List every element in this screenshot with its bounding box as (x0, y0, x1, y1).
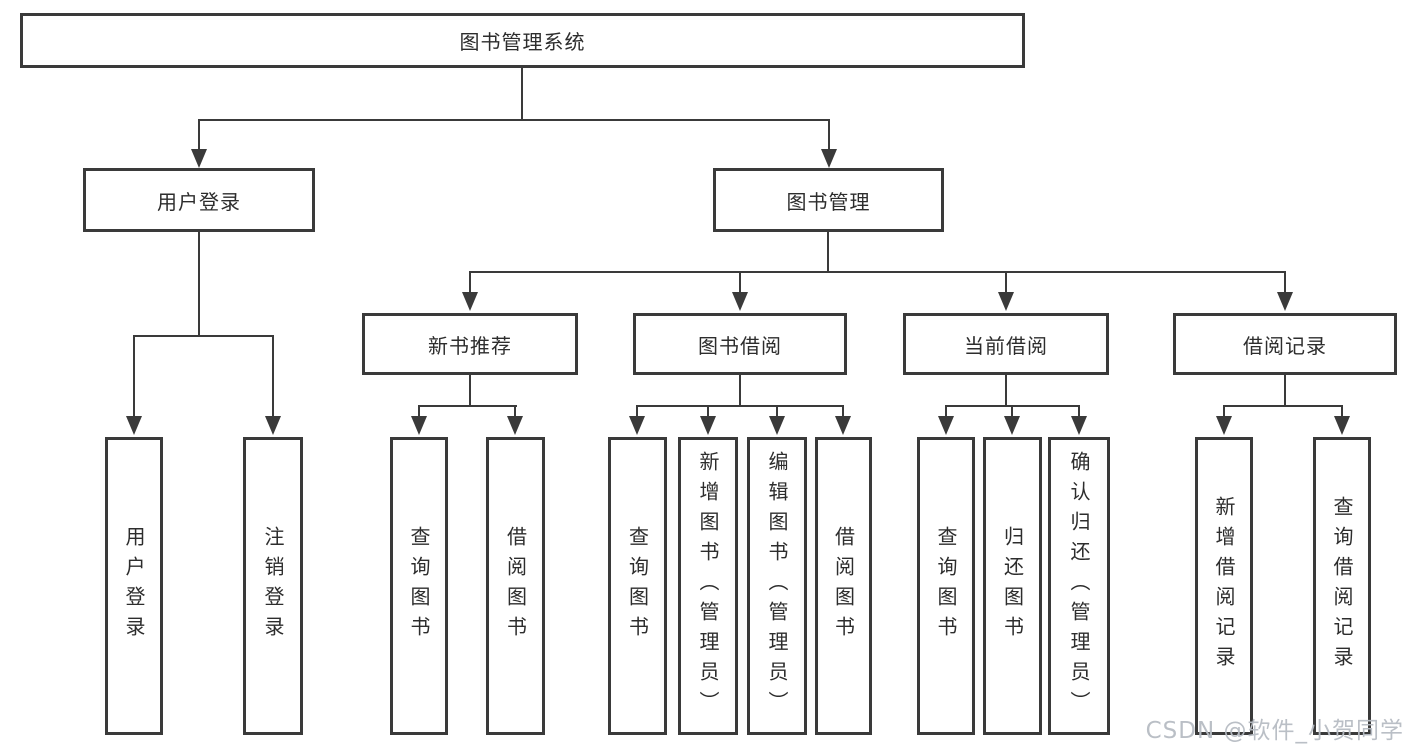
arrow-down-icon (507, 406, 523, 435)
connector-line (133, 335, 274, 337)
arrow-down-icon (1071, 406, 1087, 435)
leaf-query-books-recommend: 查询图书 (390, 437, 448, 735)
arrow-down-icon (126, 336, 142, 435)
leaf-label: 新增图书（管理员） (696, 451, 720, 721)
node-new-book-recommendation: 新书推荐 (362, 313, 578, 375)
arrow-down-icon (821, 120, 837, 168)
arrow-down-icon (1216, 406, 1232, 435)
connector-line (739, 375, 741, 407)
arrow-down-icon (411, 406, 427, 435)
arrow-down-icon (1004, 406, 1020, 435)
connector-line (469, 271, 1286, 273)
connector-line (1284, 375, 1286, 407)
leaf-label: 编辑图书（管理员） (765, 451, 789, 721)
leaf-label: 借阅图书 (831, 526, 856, 646)
node-book-management: 图书管理 (713, 168, 944, 232)
arrow-down-icon (769, 406, 785, 435)
leaf-label: 归还图书 (1000, 526, 1025, 646)
leaf-label: 注销登录 (261, 526, 285, 646)
leaf-return-books: 归还图书 (983, 437, 1042, 735)
leaf-label: 查询借阅记录 (1330, 496, 1354, 676)
leaf-label: 用户登录 (122, 526, 146, 646)
connector-line (1005, 375, 1007, 407)
leaf-borrow-books: 借阅图书 (815, 437, 872, 735)
node-user-login: 用户登录 (83, 168, 315, 232)
arrow-down-icon (700, 406, 716, 435)
leaf-label: 查询图书 (625, 526, 650, 646)
leaf-query-books-current: 查询图书 (917, 437, 975, 735)
connector-line (1223, 405, 1343, 407)
leaf-label: 确认归还（管理员） (1067, 451, 1091, 721)
leaf-label: 查询图书 (407, 526, 431, 646)
node-book-borrowing: 图书借阅 (633, 313, 847, 375)
leaf-add-books-admin: 新增图书（管理员） (678, 437, 738, 735)
node-current-borrowing: 当前借阅 (903, 313, 1109, 375)
arrow-down-icon (629, 406, 645, 435)
leaf-edit-books-admin: 编辑图书（管理员） (747, 437, 807, 735)
connector-line (827, 232, 829, 273)
leaf-query-borrow-record: 查询借阅记录 (1313, 437, 1371, 735)
connector-line (636, 405, 844, 407)
node-borrowing-records: 借阅记录 (1173, 313, 1397, 375)
arrow-down-icon (191, 120, 207, 168)
leaf-label: 新增借阅记录 (1212, 496, 1236, 676)
leaf-logout: 注销登录 (243, 437, 303, 735)
leaf-query-books-borrowing: 查询图书 (608, 437, 667, 735)
leaf-confirm-return-admin: 确认归还（管理员） (1048, 437, 1110, 735)
leaf-borrow-books-recommend: 借阅图书 (486, 437, 545, 735)
leaf-label: 查询图书 (934, 526, 958, 646)
arrow-down-icon (1277, 272, 1293, 311)
arrow-down-icon (1334, 406, 1350, 435)
connector-line (198, 232, 200, 337)
connector-line (469, 375, 471, 407)
connector-line (521, 68, 523, 121)
arrow-down-icon (938, 406, 954, 435)
csdn-watermark: CSDN @软件_小贺同学 (1145, 718, 1404, 744)
arrow-down-icon (462, 272, 478, 311)
leaf-add-borrow-record: 新增借阅记录 (1195, 437, 1253, 735)
arrow-down-icon (265, 336, 281, 435)
arrow-down-icon (998, 272, 1014, 311)
node-library-management-system: 图书管理系统 (20, 13, 1025, 68)
leaf-label: 借阅图书 (503, 526, 528, 646)
connector-line (418, 405, 517, 407)
arrow-down-icon (835, 406, 851, 435)
leaf-user-login: 用户登录 (105, 437, 163, 735)
connector-line (198, 119, 830, 121)
arrow-down-icon (732, 272, 748, 311)
